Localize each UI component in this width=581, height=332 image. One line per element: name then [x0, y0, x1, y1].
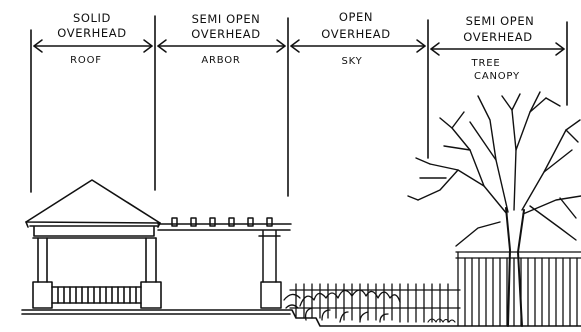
- gazebo-structure: [26, 180, 161, 308]
- zone-heading-line1: SEMI OPEN: [192, 12, 261, 26]
- zone-heading-line1: SOLID: [73, 11, 111, 25]
- span-arrow: [431, 43, 564, 55]
- zone-label-sky: SKY: [341, 56, 362, 67]
- ground-line: [22, 310, 581, 326]
- zone-heading-line2: OVERHEAD: [57, 26, 126, 40]
- zone-heading-line1: OPEN: [339, 10, 373, 24]
- zone-solid-overhead: SOLID OVERHEAD ROOF: [34, 11, 152, 66]
- arbor-structure: [158, 218, 291, 308]
- zone-heading-line1: SEMI OPEN: [466, 14, 535, 28]
- zone-label-canopy: CANOPY: [474, 71, 520, 82]
- zone-open-overhead: OPEN OVERHEAD SKY: [291, 10, 425, 67]
- zone-heading-line2: OVERHEAD: [191, 27, 260, 41]
- zone-semi-open-overhead-arbor: SEMI OPEN OVERHEAD ARBOR: [158, 12, 285, 66]
- zone-heading-line2: OVERHEAD: [463, 30, 532, 44]
- zone-semi-open-overhead-canopy: SEMI OPEN OVERHEAD TREE CANOPY: [431, 14, 564, 82]
- picket-fence: [290, 284, 460, 322]
- span-arrow: [34, 40, 152, 52]
- span-arrow: [291, 40, 425, 52]
- zone-label-tree: TREE: [471, 58, 501, 69]
- zone-label-roof: ROOF: [70, 55, 102, 66]
- span-arrow: [158, 40, 285, 52]
- zone-label-arbor: ARBOR: [201, 55, 240, 66]
- tree-canopy: [408, 92, 581, 326]
- zone-heading-line2: OVERHEAD: [321, 27, 390, 41]
